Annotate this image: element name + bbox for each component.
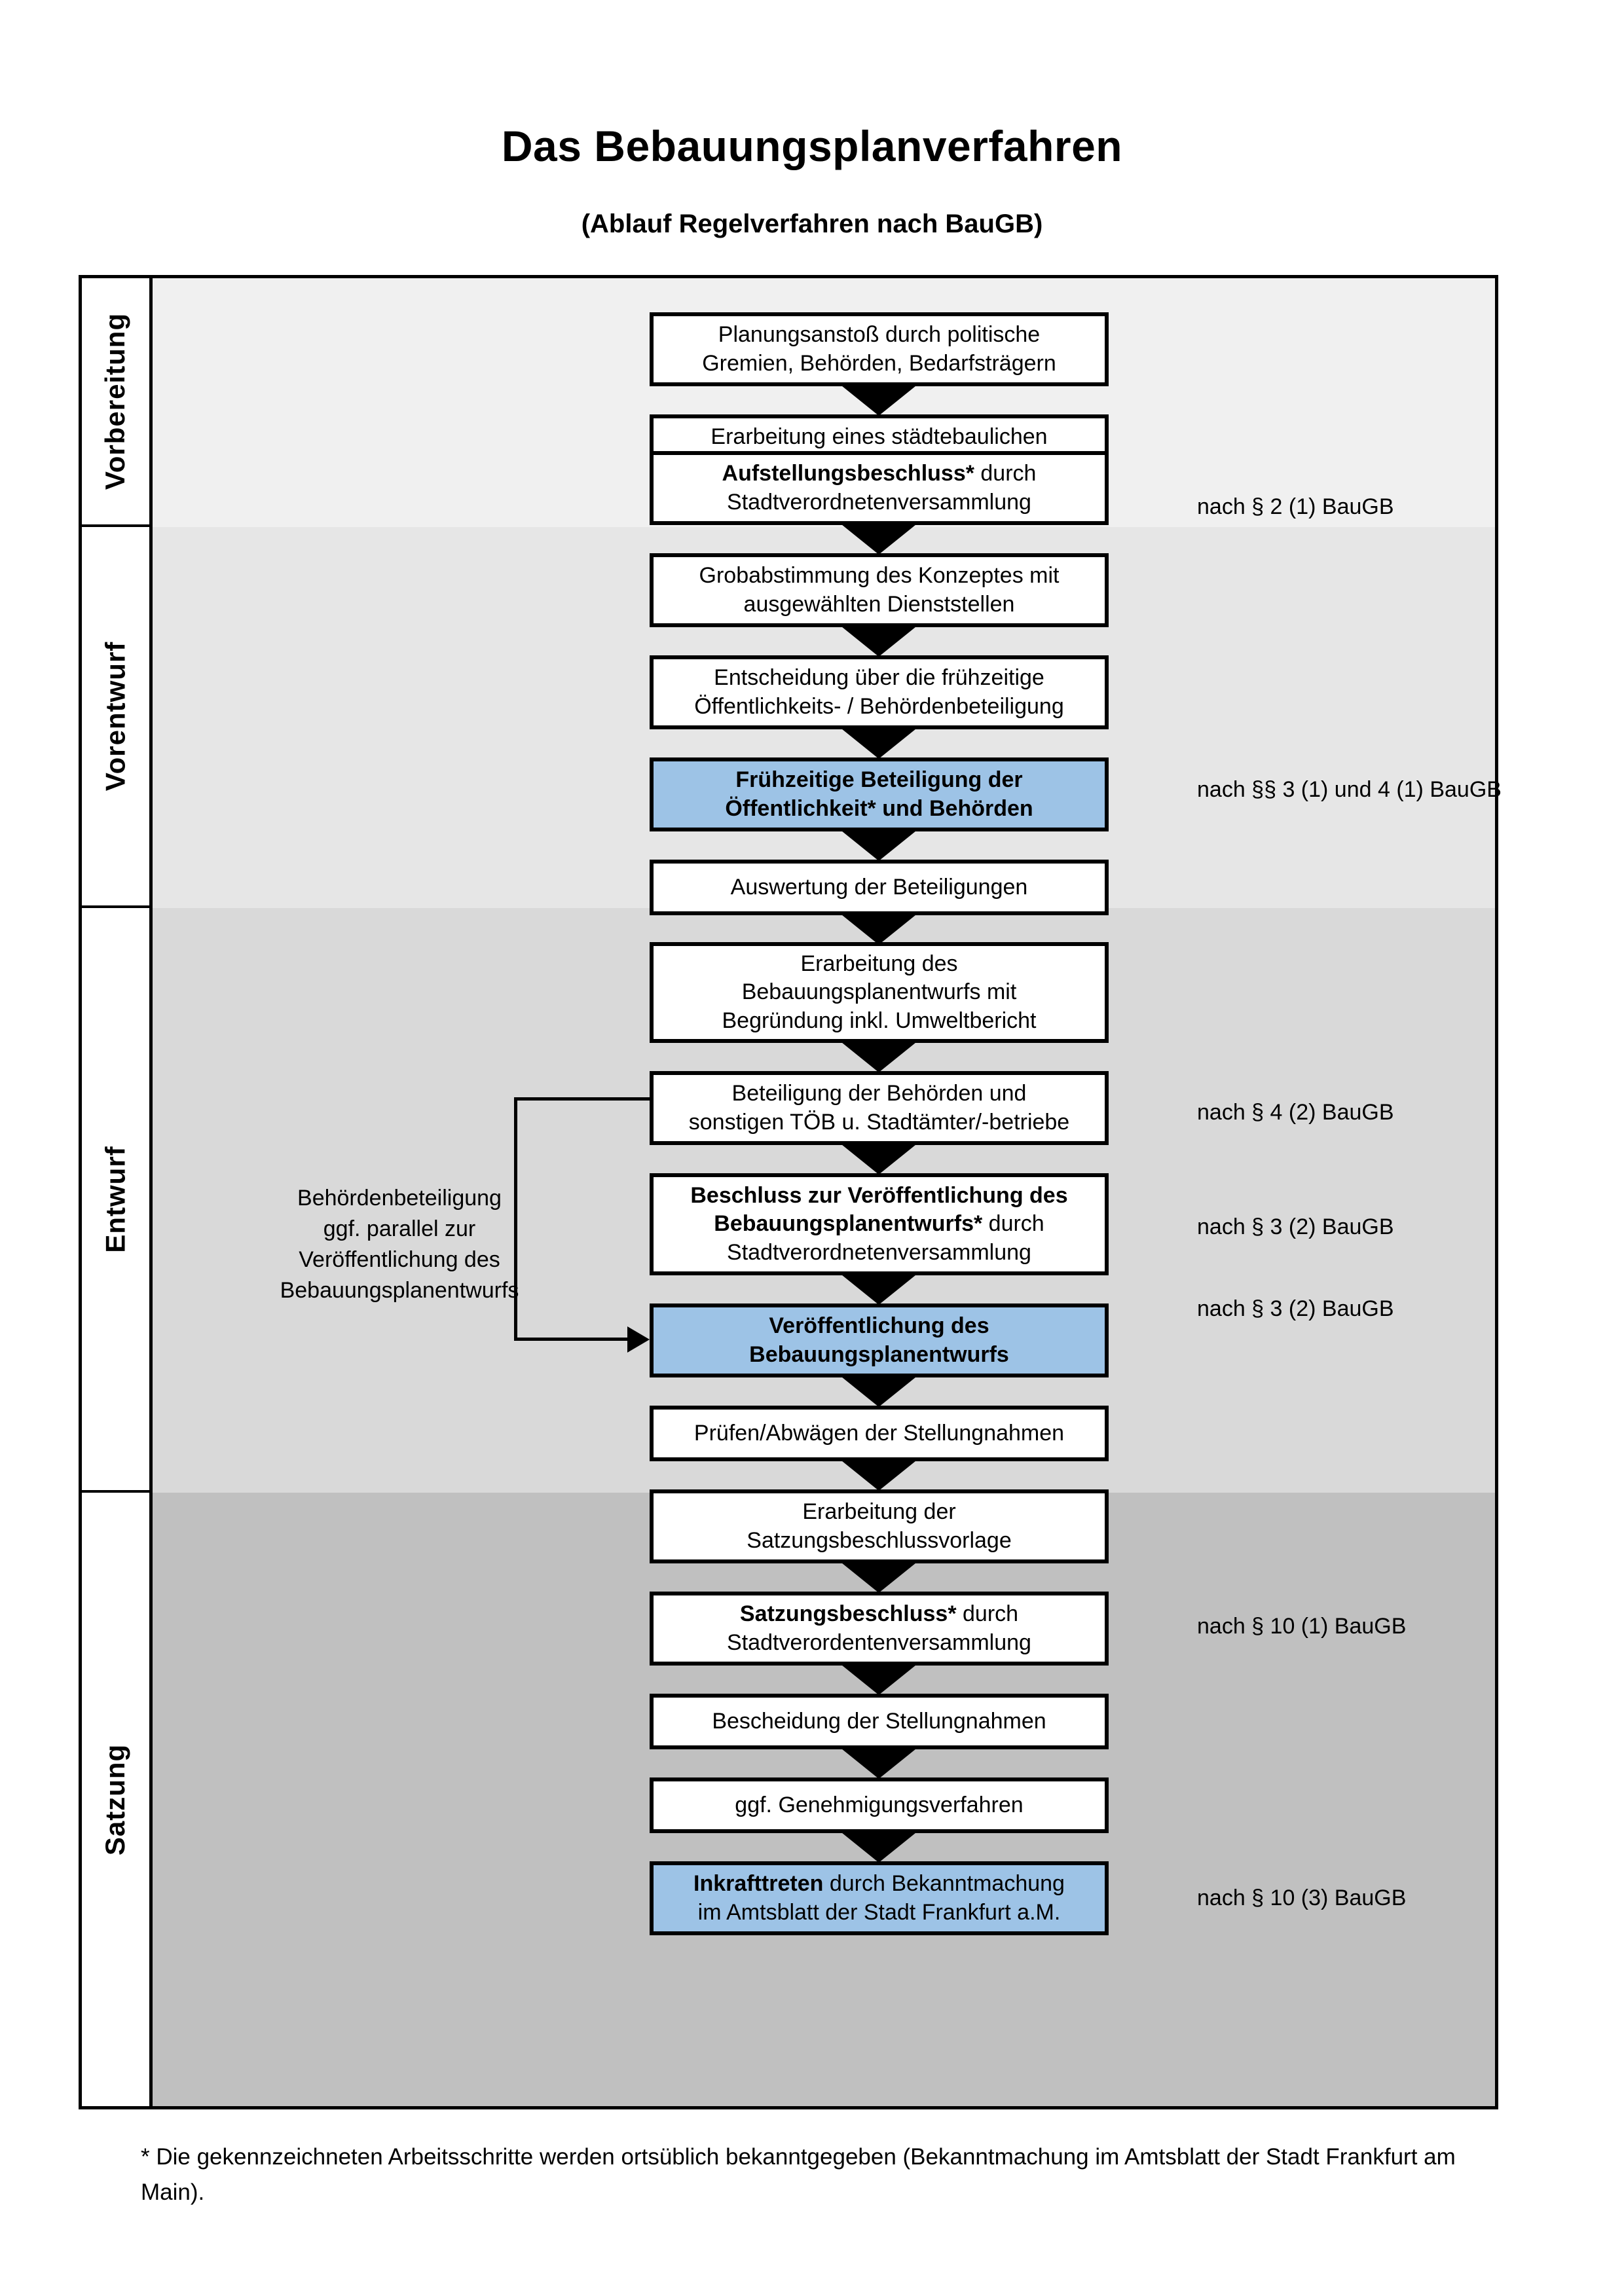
phase-label-text: Entwurf [100,1145,131,1253]
step-box-satzungsbeschluss: Satzungsbeschluss* durch Stadtverordente… [650,1592,1109,1666]
step-line: Begründung inkl. Umweltbericht [722,1008,1037,1033]
flow-arrow-down [838,1374,919,1407]
phase-label-entwurf: Entwurf [82,908,149,1493]
side-note-line: ggf. parallel zur [323,1216,476,1241]
legal-ref-7: nach § 10 (3) BauGB [1197,1886,1407,1910]
step-box-genehmigungsverfahren: ggf. Genehmigungsverfahren [650,1777,1109,1833]
step-line: Stadtverordnetenversammlung [727,1239,1031,1265]
step-box-aufstellungsbeschluss: Aufstellungsbeschluss* durch Stadtverord… [650,451,1109,525]
page-title: Das Bebauungsplanverfahren [501,122,1123,170]
step-box-beschluss-veroeffentlichung: Beschluss zur Veröffentlichung des Bebau… [650,1173,1109,1275]
legal-ref-4: nach § 3 (2) BauGB [1197,1214,1394,1239]
side-note-line: Bebauungsplanentwurfs [280,1277,519,1303]
legal-ref-1: nach § 2 (1) BauGB [1197,494,1394,519]
step-line: Bebauungsplanentwurfs* durch [690,1210,1067,1239]
step-bold-text: Veröffentlichung des [769,1313,989,1338]
step-line: Erarbeitung des [800,951,958,976]
flow-arrow-down [838,1142,919,1175]
step-line: Erarbeitung der [802,1499,956,1524]
step-line: im Amtsblatt der Stadt Frankfurt a.M. [697,1899,1061,1925]
step-line: Grobabstimmung des Konzeptes mit [699,562,1060,588]
legal-ref-3: nach § 4 (2) BauGB [1197,1100,1394,1125]
legal-ref-2: nach §§ 3 (1) und 4 (1) BauGB [1197,777,1502,802]
step-line: Planungsanstoß durch politische [718,321,1041,347]
flow-arrow-down [838,1746,919,1779]
flow-arrow-down [838,383,919,416]
loop-connector-top-segment [514,1097,652,1101]
step-line: Stadtverordnetenversammlung [727,489,1031,515]
loop-connector-arrowhead-icon [627,1326,650,1353]
legal-ref-6: nach § 10 (1) BauGB [1197,1614,1407,1639]
phase-label-text: Satzung [100,1743,131,1855]
flow-arrow-down [838,912,919,945]
flow-arrow-down [838,1560,919,1593]
flowchart-frame: Vorbereitung Vorentwurf Entwurf Satzung … [79,275,1502,2109]
step-line: Gremien, Behörden, Bedarfsträgern [702,350,1056,376]
step-bold-text: Inkrafttreten [693,1870,824,1896]
side-note-line: Veröffentlichung des [299,1247,500,1272]
step-bold-text: Bebauungsplanentwurfs [749,1341,1009,1367]
step-line: Öffentlichkeits- / Behördenbeteiligung [694,693,1064,719]
step-rest-text: durch [956,1601,1019,1626]
step-line: ausgewählten Dienststellen [743,591,1015,617]
flow-arrow-down [838,624,919,657]
flow-arrow-down [838,1458,919,1491]
step-box-grobabstimmung: Grobabstimmung des Konzeptes mit ausgewä… [650,553,1109,627]
step-line: Satzungsbeschlussvorlage [747,1527,1012,1553]
loop-connector-vertical-segment [514,1097,517,1341]
phase-label-text: Vorbereitung [100,312,131,490]
step-line: Beteiligung der Behörden und [731,1080,1027,1106]
phase-label-vorentwurf: Vorentwurf [82,527,149,908]
step-box-auswertung-beteiligungen: Auswertung der Beteiligungen [650,860,1109,915]
flow-arrow-down [838,726,919,759]
step-box-bescheidung-stellungnahmen: Bescheidung der Stellungnahmen [650,1694,1109,1749]
phase-label-column: Vorbereitung Vorentwurf Entwurf Satzung [82,278,153,2106]
step-box-erarbeitung-satzungsvorlage: Erarbeitung der Satzungsbeschlussvorlage [650,1489,1109,1563]
phase-label-satzung: Satzung [82,1493,149,2106]
step-box-beteiligung-behoerden-toeb: Beteiligung der Behörden und sonstigen T… [650,1071,1109,1145]
step-bold-text: Bebauungsplanentwurfs* [714,1211,983,1237]
step-box-planungsanstoss: Planungsanstoß durch politische Gremien,… [650,312,1109,386]
step-bold-text: Satzungsbeschluss* [739,1601,957,1626]
flow-arrow-down [838,828,919,861]
loop-connector-bottom-segment [514,1338,629,1341]
step-line: sonstigen TÖB u. Stadtämter/-betriebe [688,1109,1070,1135]
phase-label-text: Vorentwurf [100,641,131,792]
footnote-text: * Die gekennzeichneten Arbeitsschritte w… [141,2144,1456,2206]
step-rest-text: durch [982,1211,1044,1237]
step-bold-text: Frühzeitige Beteiligung der [735,767,1023,792]
step-bold-text: Beschluss zur Veröffentlichung des [690,1182,1068,1208]
legal-ref-5: nach § 3 (2) BauGB [1197,1296,1394,1321]
step-box-erarbeitung-bplanentwurf: Erarbeitung des Bebauungsplanentwurfs mi… [650,942,1109,1043]
page-subtitle: (Ablauf Regelverfahren nach BauGB) [581,210,1043,238]
step-line: Aufstellungsbeschluss* durch [722,460,1037,488]
step-box-entscheidung-fruehzeitige: Entscheidung über die frühzeitige Öffent… [650,655,1109,729]
step-rest-text: durch Bekanntmachung [823,1870,1065,1896]
step-bold-text: Aufstellungsbeschluss* [722,460,974,486]
step-line: Erarbeitung eines städtebaulichen [710,424,1048,449]
step-box-inkrafttreten: Inkrafttreten durch Bekanntmachung im Am… [650,1861,1109,1935]
step-line: Bescheidung der Stellungnahmen [712,1708,1046,1734]
step-line: Stadtverordentenversammlung [727,1630,1031,1655]
step-line: Satzungsbeschluss* durch [727,1600,1031,1629]
step-box-pruefen-abwaegen: Prüfen/Abwägen der Stellungnahmen [650,1406,1109,1461]
step-line: ggf. Genehmigungsverfahren [735,1792,1024,1817]
flow-arrow-down [838,1662,919,1695]
step-box-fruehzeitige-beteiligung: Frühzeitige Beteiligung der Öffentlichke… [650,757,1109,831]
step-rest-text: durch [974,460,1037,486]
step-bold-text: Öffentlichkeit* und Behörden [725,795,1033,821]
step-line: Entscheidung über die frühzeitige [714,665,1044,690]
step-line: Inkrafttreten durch Bekanntmachung [693,1870,1065,1899]
step-box-veroeffentlichung-bplanentwurf: Veröffentlichung des Bebauungsplanentwur… [650,1303,1109,1377]
step-line: Bebauungsplanentwurfs mit [741,979,1017,1005]
step-line: Prüfen/Abwägen der Stellungnahmen [693,1420,1065,1446]
side-note-line: Behördenbeteiligung [297,1186,502,1211]
flow-arrow-down [838,1272,919,1305]
side-note-behoerdenbeteiligung: Behördenbeteiligung ggf. parallel zur Ve… [246,1183,553,1306]
flow-arrow-down [838,1830,919,1863]
flow-arrow-down [838,522,919,555]
flow-arrow-down [838,1040,919,1072]
phase-label-vorbereitung: Vorbereitung [82,278,149,527]
step-line: Auswertung der Beteiligungen [730,874,1028,900]
